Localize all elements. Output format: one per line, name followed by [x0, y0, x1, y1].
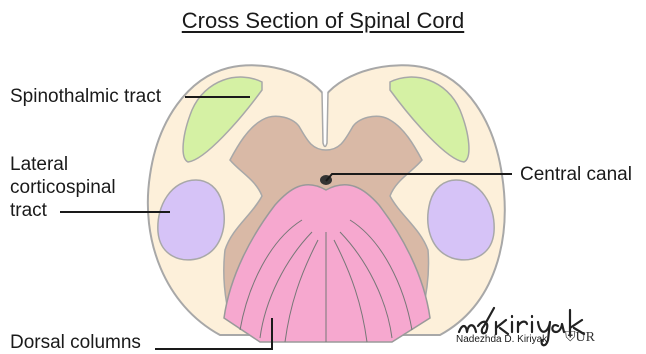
- logo-text: UR: [576, 330, 595, 345]
- anterior-median-fissure: [322, 92, 328, 147]
- label-line: Lateral: [10, 153, 116, 176]
- university-logo: ⛨UR: [565, 330, 595, 346]
- shield-icon: ⛨: [565, 330, 576, 345]
- author-name: Nadezhda D. Kiriyak: [456, 334, 547, 345]
- central-canal-label: Central canal: [520, 163, 632, 186]
- spinothalamic-tract-label: Spinothalmic tract: [10, 85, 161, 108]
- label-line: tract: [10, 199, 116, 222]
- lateral-corticospinal-tract-label: Lateral corticospinal tract: [10, 153, 116, 222]
- label-line: corticospinal: [10, 176, 116, 199]
